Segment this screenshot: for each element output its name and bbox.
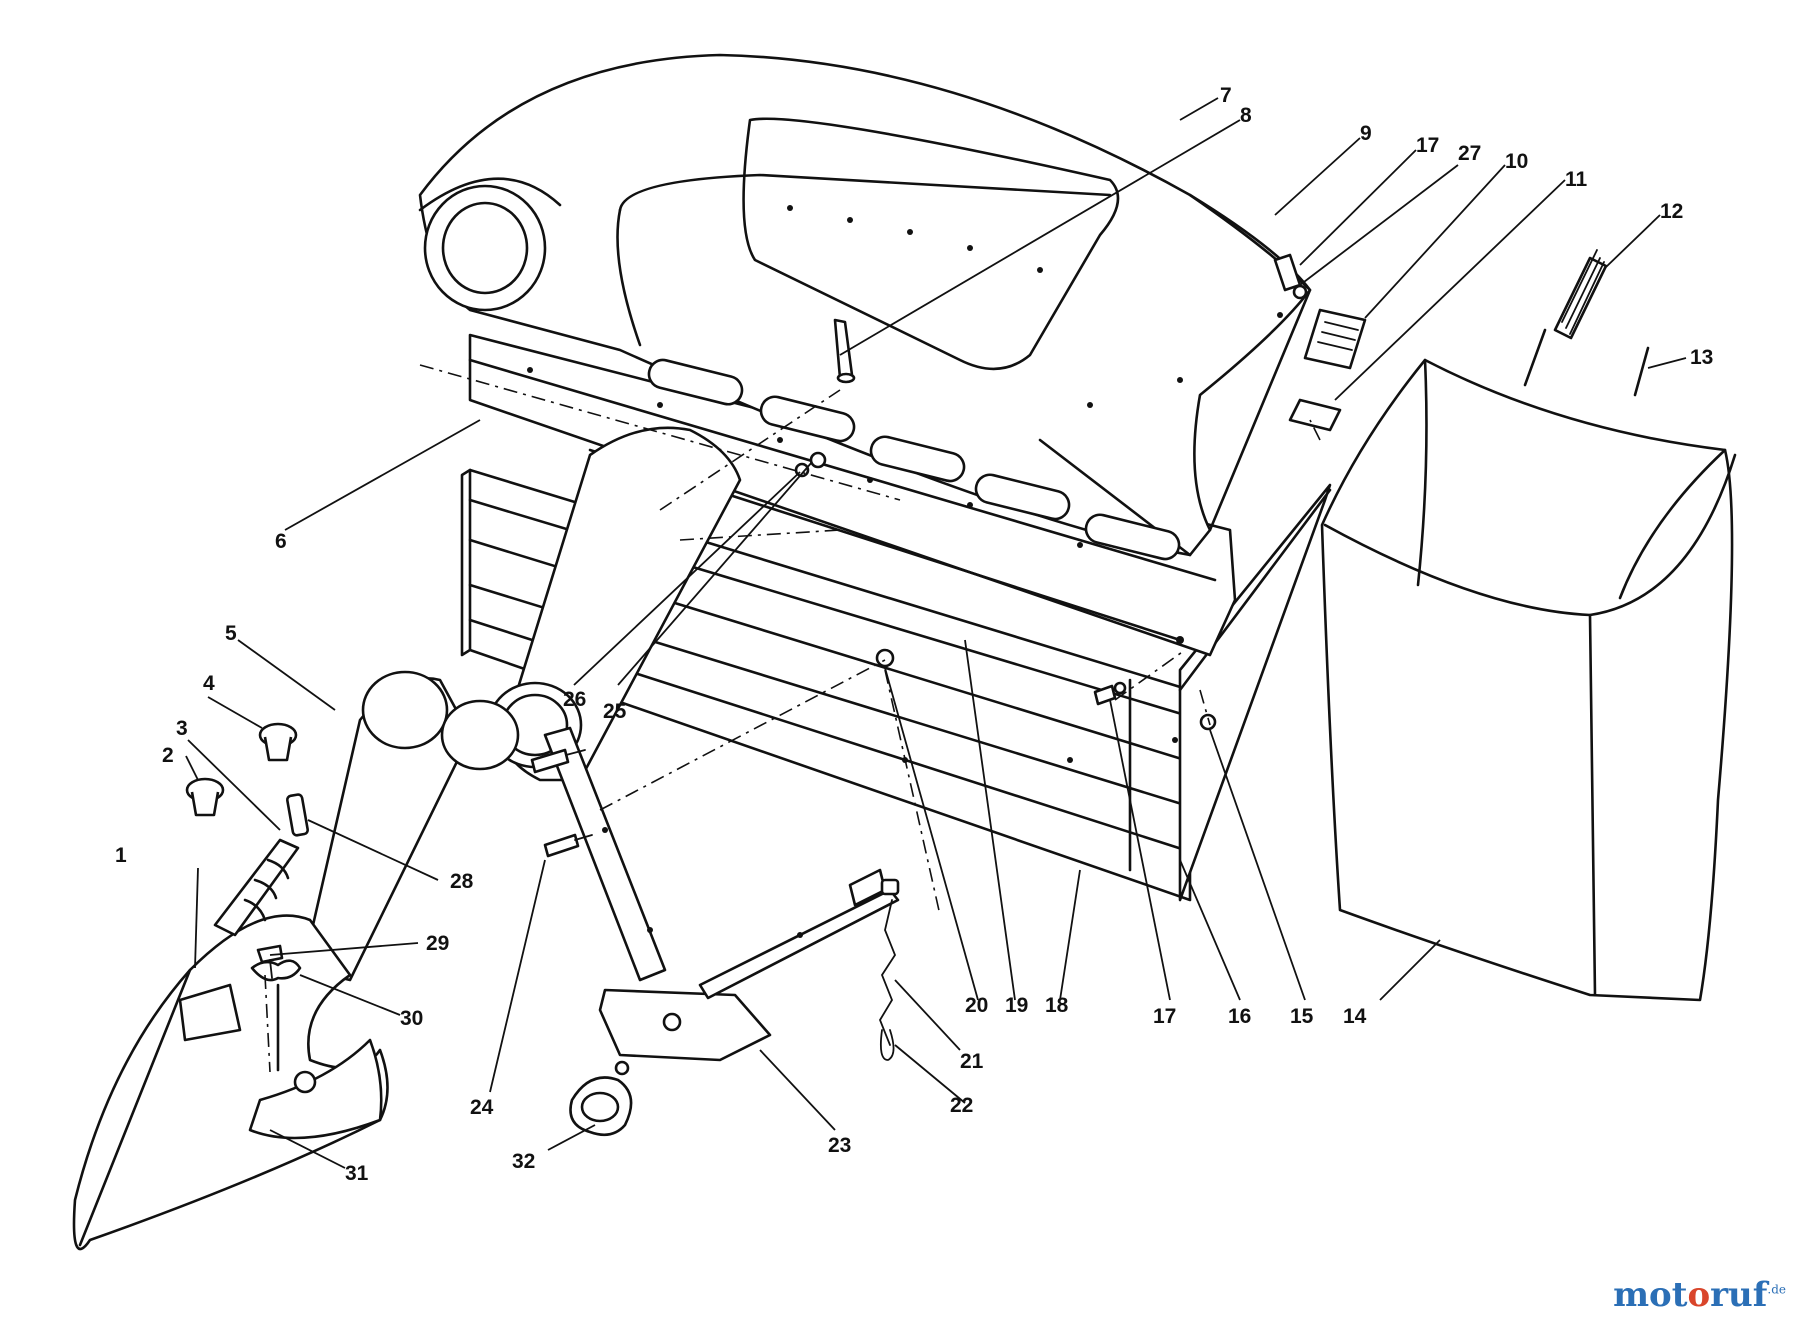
callout-28: 28: [450, 870, 474, 893]
plate-slots: [647, 358, 1181, 561]
support-bracket: [543, 726, 900, 1062]
bolt-17-lower: [1093, 681, 1127, 706]
callout-10: 10: [1505, 150, 1528, 173]
bag-handle: [1523, 249, 1650, 397]
callout-17-lower: 17: [1153, 1005, 1176, 1028]
callout-14: 14: [1343, 1005, 1367, 1028]
callout-32: 32: [512, 1150, 535, 1173]
callout-13: 13: [1690, 346, 1713, 369]
callout-22: 22: [950, 1094, 973, 1117]
callout-24: 24: [470, 1096, 494, 1119]
callout-25: 25: [603, 700, 627, 723]
watermark-tld: .de: [1767, 1282, 1786, 1297]
chain-pin: [878, 878, 900, 1061]
callout-11: 11: [1565, 168, 1588, 191]
callout-26: 26: [563, 688, 586, 711]
callout-labels: 1 2 3 4 5 6 7 8 9 10 11 12 13 14 15 16 1…: [115, 84, 1713, 1185]
callout-29: 29: [426, 932, 449, 955]
callout-19: 19: [1005, 994, 1028, 1017]
bolt-upper-bracket: [530, 748, 586, 774]
chute-tube: [303, 426, 742, 982]
assembly-lines: [264, 364, 1321, 1073]
callout-30: 30: [400, 1007, 423, 1030]
callout-8: 8: [1240, 104, 1252, 127]
callout-9: 9: [1360, 122, 1372, 145]
callout-7: 7: [1220, 84, 1232, 107]
callout-15: 15: [1290, 1005, 1314, 1028]
bolt-24: [543, 833, 593, 858]
callout-27: 27: [1458, 142, 1481, 165]
callout-3: 3: [176, 717, 188, 740]
callout-5: 5: [225, 622, 237, 645]
callout-21: 21: [960, 1050, 984, 1073]
watermark-part3: ruf: [1710, 1275, 1768, 1315]
callout-16: 16: [1228, 1005, 1251, 1028]
nut-20: [875, 648, 895, 668]
callout-4: 4: [203, 672, 215, 695]
screw-29: [256, 944, 284, 979]
callout-2: 2: [162, 744, 174, 767]
callout-31: 31: [345, 1162, 369, 1185]
callout-23: 23: [828, 1134, 851, 1157]
grass-bag: [1320, 358, 1737, 1002]
latch-pin: [213, 793, 310, 937]
callout-12: 12: [1660, 200, 1683, 223]
leader-lines: [185, 97, 1687, 1169]
watermark-logo: motoruf.de: [1613, 1275, 1786, 1315]
nut-15: [1199, 713, 1217, 731]
knobs: [185, 722, 298, 817]
callout-18: 18: [1045, 994, 1069, 1017]
callout-6: 6: [275, 530, 287, 553]
callout-1: 1: [115, 844, 127, 867]
rivet-8: [833, 318, 856, 384]
callout-20: 20: [965, 994, 988, 1017]
latch-assembly: [1288, 308, 1367, 432]
watermark-part2: o: [1687, 1275, 1711, 1315]
hood-cover: [418, 53, 1312, 557]
watermark-part1: mot: [1613, 1275, 1688, 1315]
clamp-32: [569, 1060, 633, 1137]
callout-17-upper: 17: [1416, 134, 1439, 157]
discharge-spout: [72, 914, 389, 1251]
